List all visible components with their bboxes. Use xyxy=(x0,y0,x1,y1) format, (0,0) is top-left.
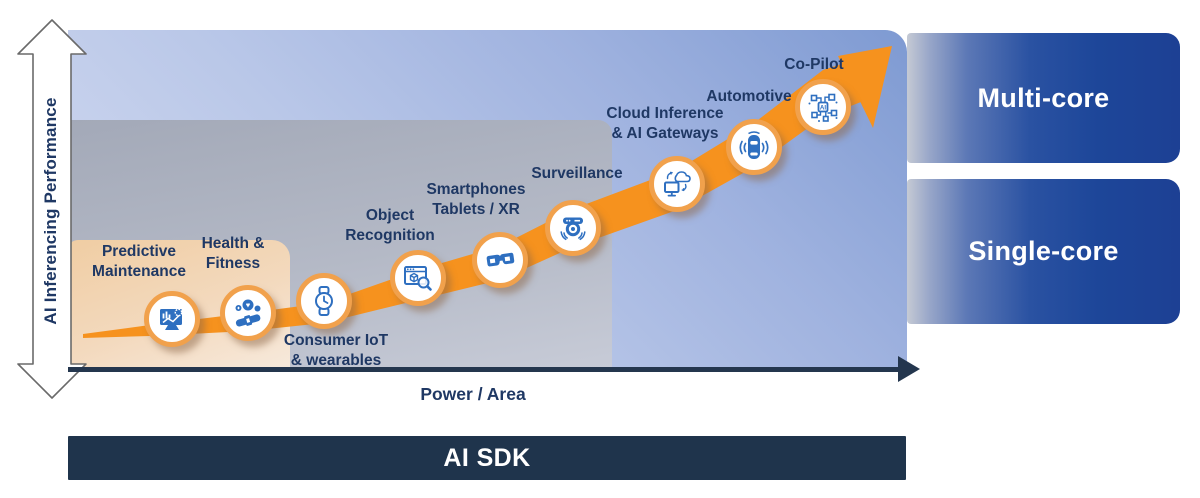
surveillance-camera-icon xyxy=(560,217,586,241)
consumer-iot-icon xyxy=(315,286,333,316)
label-surveillance: Surveillance xyxy=(531,165,623,182)
node-automotive xyxy=(726,119,782,175)
label-co-pilot: Co-Pilot xyxy=(784,56,844,73)
single-core-label: Single-core xyxy=(968,236,1119,266)
predictive-maintenance-icon xyxy=(160,308,183,330)
label-predictive-maintenance: Predictive Maintenance xyxy=(92,243,186,280)
node-surveillance xyxy=(545,200,601,256)
label-consumer-iot: Consumer IoT & wearables xyxy=(283,332,389,369)
label-health-fitness: Health & Fitness xyxy=(201,235,265,272)
node-health-fitness: ♥ xyxy=(220,285,276,341)
x-axis-arrowhead-icon xyxy=(898,356,920,382)
x-axis-line xyxy=(68,367,900,372)
object-recognition-icon xyxy=(404,266,432,291)
health-fitness-icon: ♥ xyxy=(235,299,261,327)
automotive-car-icon xyxy=(739,131,769,159)
ai-sdk-bar: AI SDK xyxy=(68,436,906,480)
y-axis-label: AI Inferencing Performance xyxy=(41,97,60,325)
single-core-box: Single-core xyxy=(907,179,1180,324)
node-object-recognition xyxy=(390,250,446,306)
node-smartphones-xr xyxy=(472,232,528,288)
node-consumer-iot xyxy=(296,273,352,329)
co-pilot-ai-chip-icon: AI xyxy=(808,93,838,122)
svg-text:♥: ♥ xyxy=(246,301,251,310)
y-axis-double-arrow xyxy=(17,19,87,399)
node-cloud-inference xyxy=(649,156,705,212)
xr-glasses-icon xyxy=(486,252,515,267)
svg-text:AI: AI xyxy=(820,105,826,112)
cloud-inference-icon xyxy=(664,171,691,197)
label-cloud-inference: Cloud Inference & AI Gateways xyxy=(606,105,724,142)
multi-core-label: Multi-core xyxy=(977,82,1110,113)
node-predictive-maintenance xyxy=(144,291,200,347)
label-smartphones-xr: Smartphones Tablets / XR xyxy=(426,181,526,218)
x-axis-label: Power / Area xyxy=(420,384,526,404)
ai-sdk-label: AI SDK xyxy=(443,443,531,472)
multi-core-box: Multi-core xyxy=(907,33,1180,163)
label-object-recognition: Object Recognition xyxy=(345,207,435,244)
label-automotive: Automotive xyxy=(706,88,792,105)
node-co-pilot: AI xyxy=(795,79,851,135)
